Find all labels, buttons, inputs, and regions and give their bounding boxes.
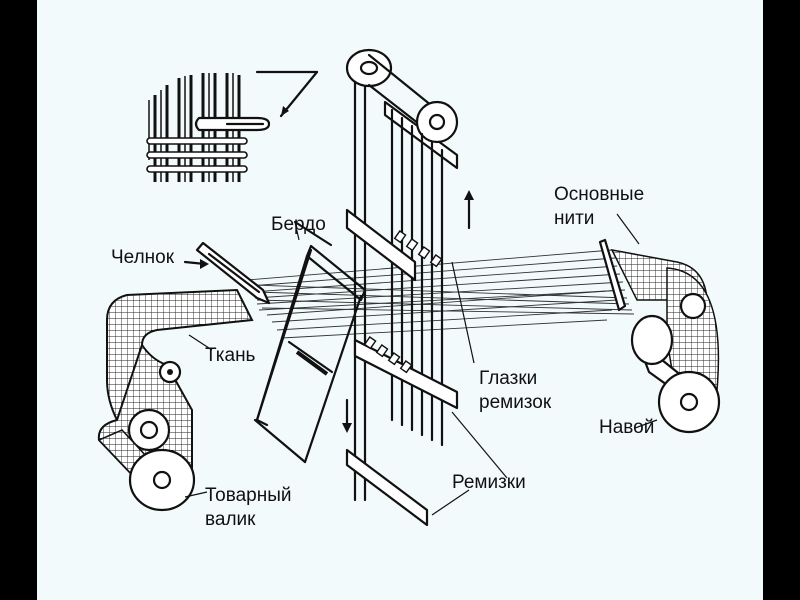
warp-beam-label: Навой [599, 417, 655, 438]
diagram-canvas: Челнок Бердо Основные нити Ткань Глазки … [37, 0, 763, 600]
fabric-cloth-path [97, 288, 254, 482]
cloth-roller-label-line1: Товарный [205, 485, 292, 506]
reed-label: Бердо [271, 214, 326, 235]
reed [253, 220, 367, 464]
heddle-eyes-label-line2: ремизок [479, 392, 552, 413]
warp-beam [598, 238, 721, 434]
warp-threads-label-line1: Основные [554, 184, 645, 205]
heddle-frames-label: Ремизки [452, 472, 526, 493]
heddle-eyes-label-line1: Глазки [479, 368, 538, 389]
shuttle-label: Челнок [111, 247, 175, 268]
cloth-roller-label-line2: валик [205, 509, 256, 530]
loom-illustration [97, 48, 721, 527]
weave-detail-inset [146, 70, 319, 182]
leader-lines [184, 213, 658, 516]
warp-threads-label-line2: нити [554, 208, 595, 229]
cloth-roller [97, 429, 196, 512]
fabric-label: Ткань [205, 345, 256, 366]
shuttle [183, 241, 271, 305]
heddle-frames [342, 48, 474, 527]
